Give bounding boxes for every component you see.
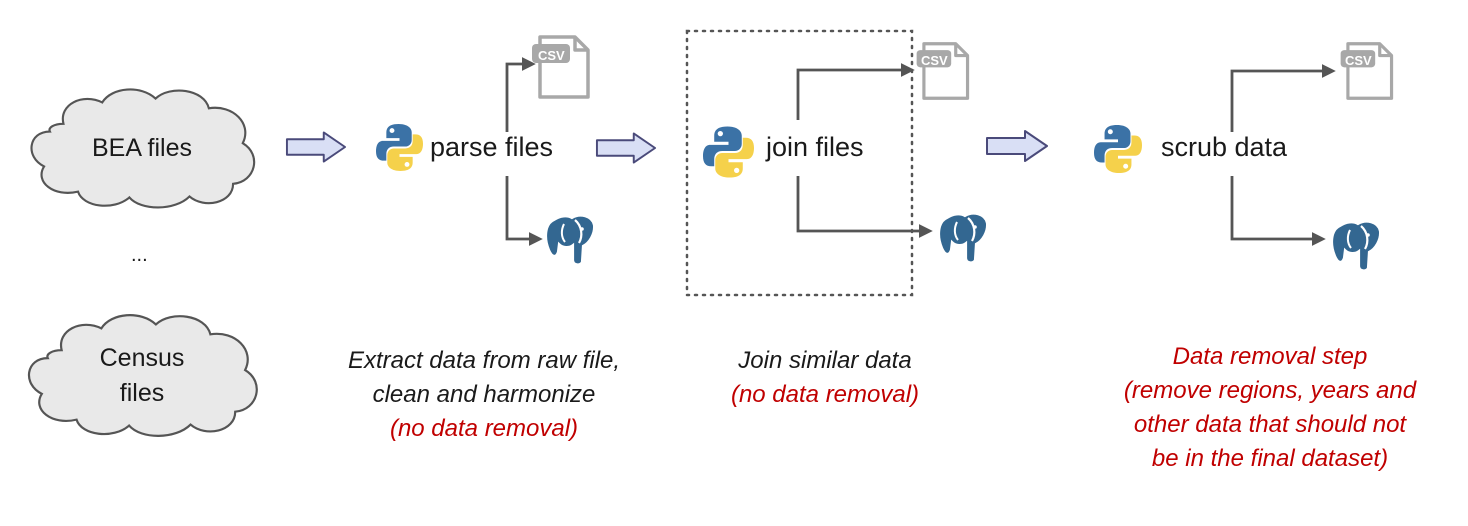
census-files-label: Census files [42, 341, 242, 411]
flow-arrow-icon-2 [595, 132, 657, 164]
census-label-line: Census [99, 344, 185, 372]
join-step-highlight-box [685, 29, 914, 297]
join-step-caption: Join similar data (no data removal) [660, 344, 990, 412]
census-label-line: files [119, 379, 165, 407]
join-files-label: join files [766, 132, 864, 162]
caption-line: Extract data from raw file, [347, 347, 621, 374]
caption-note: (remove regions, years and [1123, 377, 1417, 404]
python-icon [376, 124, 423, 171]
csv-file-icon [914, 42, 970, 100]
caption-note: Data removal step [1172, 343, 1368, 370]
ellipsis: ... [131, 244, 148, 266]
scrub-data-label: scrub data [1161, 132, 1288, 162]
csv-labels: CSV CSV CSV [538, 48, 1372, 68]
branch-connectors [505, 57, 1336, 246]
csv-file-icon [531, 35, 590, 99]
caption-note: (no data removal) [389, 415, 579, 442]
postgresql-elephant-icon [937, 212, 989, 264]
flow-arrow-icon-1 [285, 131, 347, 163]
caption-note: other data that should not [1133, 411, 1407, 438]
postgresql-elephant-icon [544, 214, 596, 266]
flow-arrow-icon-3 [985, 129, 1049, 163]
parse-step-caption: Extract data from raw file, clean and ha… [284, 344, 684, 446]
python-icon [703, 126, 754, 178]
caption-note: be in the final dataset) [1151, 445, 1389, 472]
python-icon [1094, 125, 1142, 173]
csv-label: CSV [538, 48, 565, 63]
csv-label: CSV [1345, 53, 1372, 68]
postgresql-elephant-icon [1330, 220, 1382, 272]
caption-line: clean and harmonize [372, 381, 596, 408]
bea-files-label: BEA files [91, 134, 193, 162]
parse-files-label: parse files [430, 132, 554, 162]
csv-file-icon [1338, 42, 1394, 100]
caption-line: Join similar data [738, 347, 912, 374]
caption-note: (no data removal) [730, 381, 920, 408]
scrub-step-caption: Data removal step (remove regions, years… [1060, 340, 1468, 476]
csv-label: CSV [921, 53, 948, 68]
